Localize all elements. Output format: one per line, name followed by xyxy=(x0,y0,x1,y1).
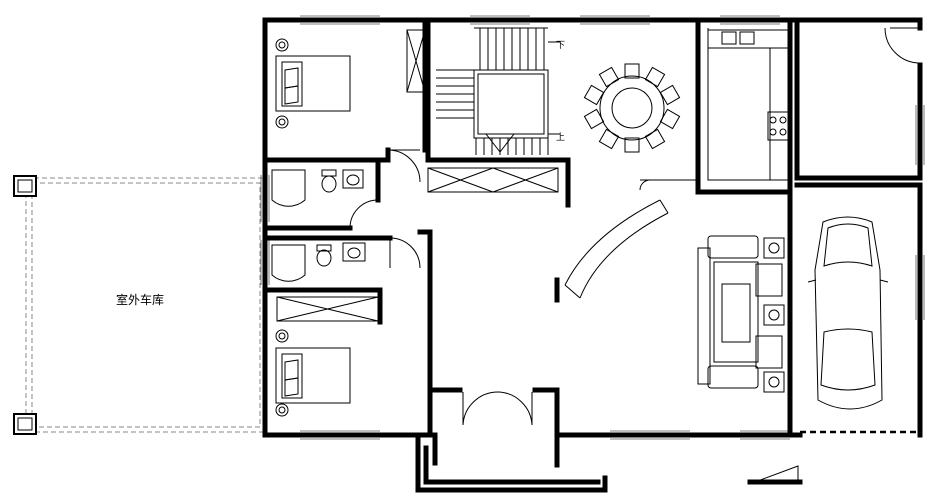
upper-bathroom xyxy=(262,157,381,231)
exterior-walls xyxy=(262,17,923,468)
stair-label-down: 下 xyxy=(556,41,565,51)
dining-area xyxy=(583,17,701,195)
storage-room xyxy=(794,17,923,181)
staircase: 下 上 xyxy=(425,17,571,208)
car xyxy=(807,216,889,410)
living-room-sofa xyxy=(697,189,793,438)
stair-label-up: 上 xyxy=(556,132,565,143)
dining-chairs xyxy=(583,63,681,153)
window-lines xyxy=(260,15,925,440)
curved-wall xyxy=(564,179,669,299)
upper-bedroom xyxy=(262,17,428,183)
hall-storage xyxy=(427,167,559,193)
indoor-garage xyxy=(794,182,923,410)
kitchen xyxy=(695,17,793,195)
lower-bedroom xyxy=(275,229,433,438)
outdoor-garage-label: 室外车库 xyxy=(116,292,164,307)
entrance xyxy=(415,277,803,493)
lower-bathroom xyxy=(262,235,421,293)
outdoor-carport: 室外车库 xyxy=(13,175,267,435)
